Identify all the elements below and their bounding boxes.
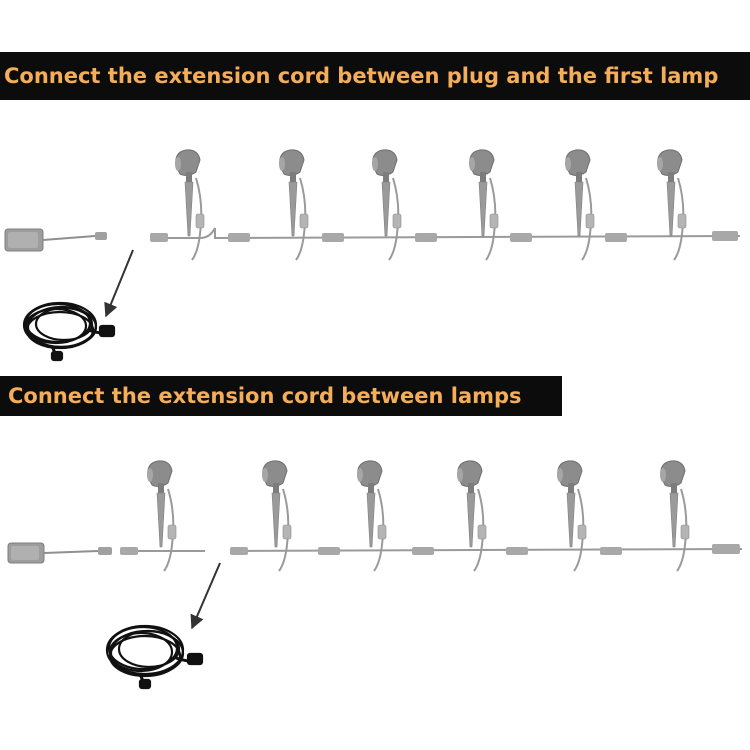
spotlight-lamp-icon (456, 459, 487, 572)
spotlight-lamp-icon (174, 148, 205, 261)
caption-text-top: Connect the extension cord between plug … (4, 64, 719, 88)
caption-banner-top: Connect the extension cord between plug … (0, 52, 750, 100)
spotlight-lamp-icon (564, 148, 595, 261)
spotlight-lamp-icon (356, 459, 387, 572)
coiled-extension-cord-icon (105, 624, 204, 690)
cable-connector (605, 233, 627, 242)
cable-connector (318, 547, 340, 555)
spotlight-lamp-icon (278, 148, 309, 261)
arrow-icon (104, 249, 134, 318)
power-adapter-icon (7, 542, 112, 564)
power-adapter-icon (4, 228, 107, 252)
end-cap (712, 544, 740, 554)
cable-connector (510, 233, 532, 242)
cable-connector (228, 233, 250, 242)
cable-connector (150, 233, 168, 242)
spotlight-lamp-icon (146, 459, 177, 572)
cable-connector (412, 547, 434, 555)
spotlight-lamp-icon (556, 459, 587, 572)
coiled-extension-cord-icon (22, 301, 116, 362)
main-cable (229, 548, 743, 552)
arrow-icon (190, 562, 221, 630)
spotlight-lamp-icon (656, 148, 687, 261)
spotlight-lamp-icon (659, 459, 690, 572)
cable-connector (506, 547, 528, 555)
end-cap (712, 231, 738, 241)
diagram-top (4, 148, 741, 362)
cable-connector (415, 233, 437, 242)
caption-text-bottom: Connect the extension cord between lamps (8, 384, 522, 408)
cable-connector (230, 547, 248, 555)
diagram-bottom (7, 459, 743, 690)
cable-connector (322, 233, 344, 242)
spotlight-lamp-icon (468, 148, 499, 261)
spotlight-lamp-icon (371, 148, 402, 261)
cable-connector (120, 547, 138, 555)
caption-banner-bottom: Connect the extension cord between lamps (0, 376, 562, 416)
cable-connector (600, 547, 622, 555)
spotlight-lamp-icon (261, 459, 292, 572)
